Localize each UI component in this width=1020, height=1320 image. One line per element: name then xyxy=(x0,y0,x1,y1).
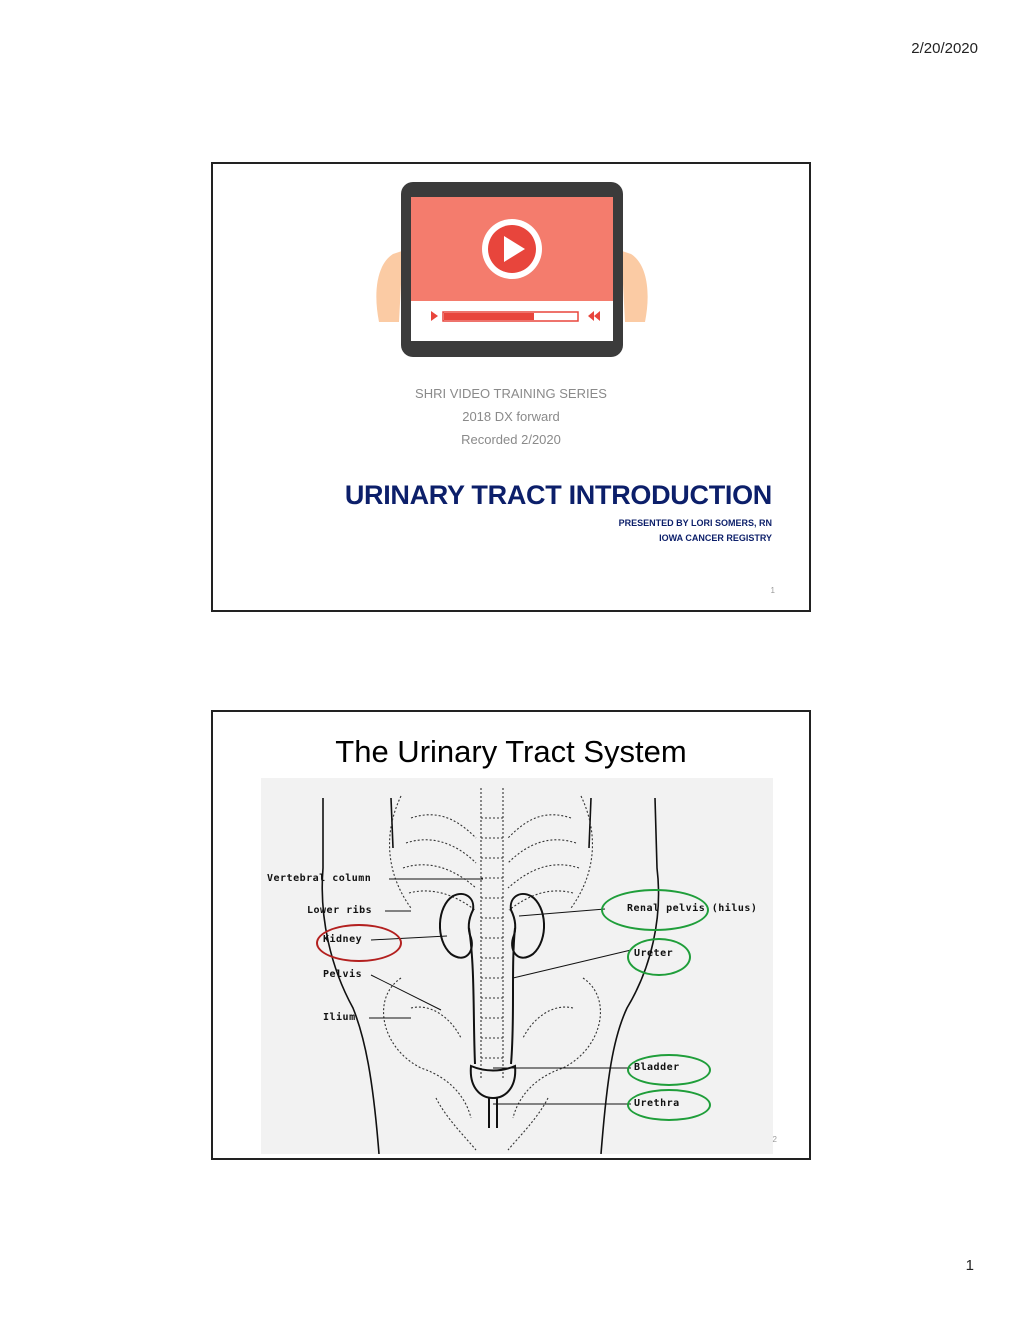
label-vertebral-column: Vertebral column xyxy=(267,873,372,884)
renal-pelvis-highlight-ring xyxy=(601,889,709,931)
series-line-2: 2018 DX forward xyxy=(462,409,560,424)
slide-1-title: URINARY TRACT INTRODUCTION xyxy=(344,480,772,510)
label-pelvis: Pelvis xyxy=(323,969,363,980)
presenter-line: PRESENTED BY LORI SOMERS, RN xyxy=(618,518,772,528)
slide-number: 1 xyxy=(770,586,775,595)
slide-2: The Urinary Tract System xyxy=(211,710,811,1160)
rewind-icon xyxy=(588,311,600,321)
urinary-tract-diagram: Vertebral column Lower ribs Kidney Pelvi… xyxy=(261,778,773,1154)
organization-line: IOWA CANCER REGISTRY xyxy=(659,533,772,543)
tablet-video-illustration xyxy=(371,172,653,372)
slide-number: 2 xyxy=(772,1135,777,1144)
urethra-highlight-ring xyxy=(627,1089,711,1121)
kidney-highlight-ring xyxy=(316,924,402,962)
ureter-highlight-ring xyxy=(627,938,691,976)
label-lower-ribs: Lower ribs xyxy=(307,905,373,916)
label-ilium: Ilium xyxy=(323,1012,356,1023)
series-line-3: Recorded 2/2020 xyxy=(461,432,561,447)
bladder-highlight-ring xyxy=(627,1054,711,1086)
series-line-1: SHRI VIDEO TRAINING SERIES xyxy=(415,386,607,401)
slide-1: SHRI VIDEO TRAINING SERIES 2018 DX forwa… xyxy=(211,162,811,612)
video-progress-bar xyxy=(444,313,534,320)
page-number: 1 xyxy=(965,1257,974,1274)
slide-2-title: The Urinary Tract System xyxy=(335,734,687,769)
page-date: 2/20/2020 xyxy=(911,40,978,57)
